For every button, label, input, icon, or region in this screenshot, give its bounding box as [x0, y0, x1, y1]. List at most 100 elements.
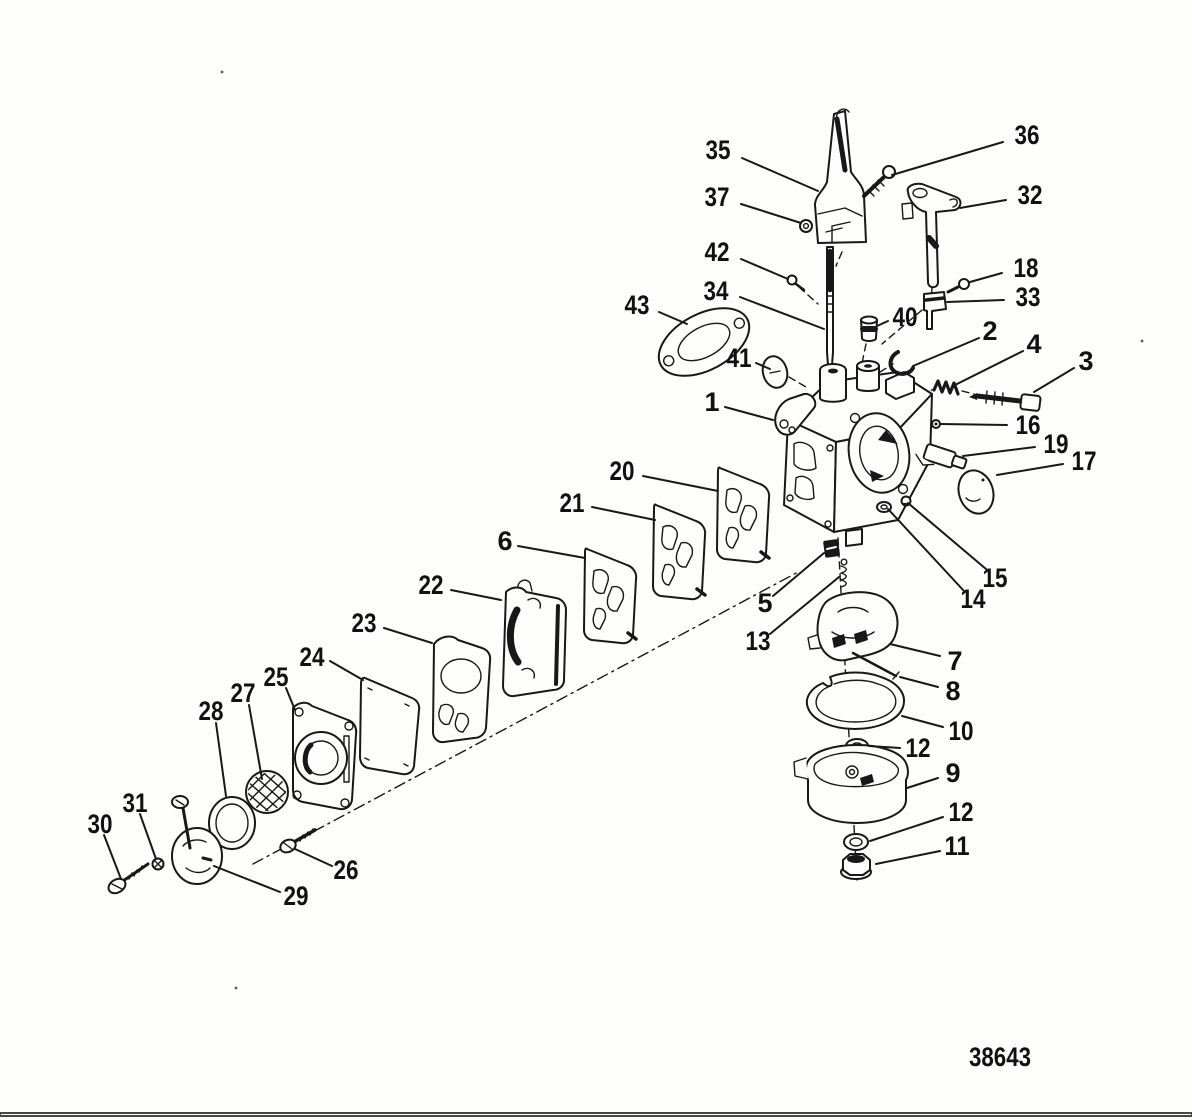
- callout-13-32: 13: [746, 626, 771, 656]
- leader-line-17-17: [996, 463, 1064, 476]
- callout-22-21: 22: [419, 570, 444, 600]
- leader-line-15-33: [907, 502, 987, 570]
- figure-number: 38643: [969, 1042, 1031, 1072]
- part-19-fitting: [915, 443, 968, 470]
- callout-31-27: 31: [123, 788, 148, 818]
- callout-35-0: 35: [706, 135, 731, 165]
- callout-32-3: 32: [1018, 180, 1043, 210]
- part-23-gasket: [432, 635, 492, 744]
- part-6-check-valve-plate: [582, 546, 638, 645]
- part-21-gasket: [651, 502, 707, 601]
- leader-line-32-3: [959, 199, 1007, 209]
- leader-line-18-5: [969, 272, 1003, 283]
- callout-9-39: 9: [945, 758, 960, 788]
- callout-15-33: 15: [983, 563, 1008, 593]
- callout-7-35: 7: [947, 646, 962, 676]
- leader-line-16-15: [940, 423, 1008, 426]
- part-25-pump-body: [292, 701, 358, 811]
- part-42-screw: [786, 274, 806, 292]
- callout-41-13: 41: [727, 343, 752, 373]
- leader-line-37-2: [740, 203, 802, 224]
- part-5-jet: [823, 539, 840, 558]
- callout-19-16: 19: [1044, 429, 1069, 459]
- callout-30-28: 30: [88, 809, 113, 839]
- callout-12-40: 12: [949, 797, 974, 827]
- leader-line-3-12: [1033, 367, 1075, 393]
- leader-line-12-38: [868, 745, 901, 749]
- callout-20-18: 20: [610, 456, 635, 486]
- callout-25-24: 25: [264, 662, 289, 692]
- leader-line-21-19: [591, 506, 656, 521]
- callout-4-11: 4: [1026, 329, 1041, 359]
- leader-line-30-28: [103, 834, 122, 880]
- part-16-ball: [931, 419, 941, 429]
- callout-37-2: 37: [705, 182, 730, 212]
- leader-line-5-31: [772, 552, 825, 597]
- part-41-disc: [761, 355, 789, 389]
- part-26-screw: [279, 828, 317, 854]
- leader-line-40-8: [876, 320, 889, 327]
- leader-line-29-30: [213, 865, 281, 893]
- part-17-disc: [957, 469, 995, 515]
- leader-line-12-40: [869, 816, 944, 842]
- part-13-spring: [840, 558, 848, 588]
- callout-1-14: 1: [704, 387, 719, 417]
- callout-28-26: 28: [199, 696, 224, 726]
- part-28-o-ring: [208, 796, 256, 850]
- leader-line-19-16: [962, 446, 1036, 457]
- leader-line-24-23: [329, 660, 364, 681]
- callout-11-41: 11: [945, 831, 970, 861]
- callout-14-34: 14: [961, 584, 986, 614]
- callout-10-37: 10: [949, 716, 974, 746]
- part-29-cover: [171, 795, 223, 885]
- part-27-screen: [245, 770, 289, 814]
- callout-43-9: 43: [625, 290, 650, 320]
- part-35-throttle-lever: [814, 108, 867, 244]
- callout-23-22: 23: [352, 608, 377, 638]
- callout-3-12: 3: [1078, 346, 1093, 376]
- part-4-spring: [932, 379, 960, 396]
- part-10-bowl-gasket: [805, 671, 905, 730]
- leader-line-1-14: [724, 406, 774, 421]
- leader-line-8-36: [899, 676, 939, 688]
- leader-line-14-34: [887, 508, 965, 592]
- leader-line-13-32: [769, 576, 840, 635]
- part-2-seal: [888, 350, 915, 376]
- callout-2-10: 2: [982, 316, 997, 346]
- callout-29-30: 29: [284, 881, 309, 911]
- leader-line-11-41: [875, 850, 941, 865]
- callout-34-6: 34: [704, 276, 729, 306]
- leader-line-31-27: [139, 813, 157, 860]
- leader-line-43-9: [658, 311, 688, 325]
- leader-line-10-37: [901, 715, 944, 728]
- leader-line-26-29: [294, 848, 333, 867]
- callout-33-7: 33: [1016, 282, 1041, 312]
- part-12-washer-lower: [843, 833, 869, 851]
- callout-16-15: 16: [1016, 410, 1041, 440]
- part-20-gasket: [715, 465, 771, 564]
- part-43-gasket: [657, 307, 751, 377]
- callout-36-1: 36: [1015, 120, 1040, 150]
- part-22-diaphragm: [502, 579, 567, 698]
- part-30-screw: [107, 862, 150, 895]
- part-7-float: [807, 591, 899, 662]
- callout-21-19: 21: [560, 488, 585, 518]
- leader-line-20-18: [642, 475, 719, 492]
- leader-line-23-22: [383, 627, 433, 644]
- part-32-choke-shaft: [901, 182, 962, 289]
- part-24-plate: [359, 676, 421, 776]
- part-40-plug: [860, 315, 878, 342]
- part-33-bracket: [923, 291, 947, 330]
- leader-line-6-20: [517, 545, 586, 559]
- leader-line-2-10: [912, 337, 980, 367]
- leader-line-9-39: [906, 777, 939, 789]
- part-18-screw: [946, 278, 970, 294]
- leader-line-42-4: [740, 258, 789, 280]
- callout-17-17: 17: [1072, 446, 1097, 476]
- callout-18-5: 18: [1014, 253, 1039, 283]
- leader-line-4-11: [952, 350, 1024, 387]
- scan-artifacts: [0, 70, 1192, 1117]
